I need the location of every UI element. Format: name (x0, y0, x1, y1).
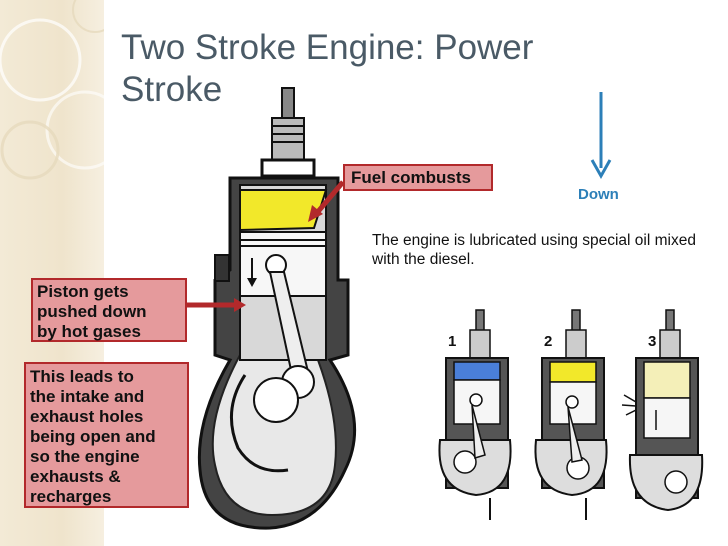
down-arrow (590, 92, 612, 180)
piston-callout-line: Piston gets (37, 282, 129, 301)
small-engine-2 (534, 309, 608, 520)
leads-callout-line: recharges (30, 487, 112, 506)
down-label: Down (578, 186, 619, 203)
slide-title: Two Stroke Engine: Power Stroke (121, 27, 641, 111)
small-engine-1 (438, 309, 512, 520)
blue-charge (453, 361, 501, 381)
title-line-2: Stroke (121, 70, 223, 109)
fuel-combusts-callout: Fuel combusts (343, 164, 493, 191)
leads-callout-line: the intake and (30, 387, 145, 406)
crankshaft (253, 377, 299, 423)
leads-callout-line: being open and (30, 427, 156, 446)
combustion-chamber (239, 189, 328, 232)
leads-callout-line: so the engine (30, 447, 140, 466)
leads-callout-line: This leads to (30, 367, 134, 386)
decorative-circles (0, 0, 104, 180)
small-engine-3 (621, 309, 704, 512)
step-label-1: 1 (448, 333, 457, 350)
fuel-pointer-arrow (308, 180, 345, 222)
leads-callout-line: exhaust holes (30, 407, 144, 426)
exhaust-recharge-callout: This leads to the intake and exhaust hol… (24, 362, 189, 508)
main-cylinder (197, 176, 357, 530)
step-label-2: 2 (544, 333, 553, 350)
title-line-1: Two Stroke Engine: Power (121, 28, 534, 67)
step-label-3: 3 (648, 333, 657, 350)
piston-callout: Piston gets pushed down by hot gases (31, 278, 187, 342)
lubrication-note: The engine is lubricated using special o… (372, 232, 696, 268)
piston-pointer-arrow (187, 298, 246, 312)
piston-callout-line: pushed down (37, 302, 147, 321)
leads-callout-line: exhausts & (30, 467, 121, 486)
piston-callout-line: by hot gases (37, 322, 141, 341)
spark-plug (260, 87, 316, 178)
